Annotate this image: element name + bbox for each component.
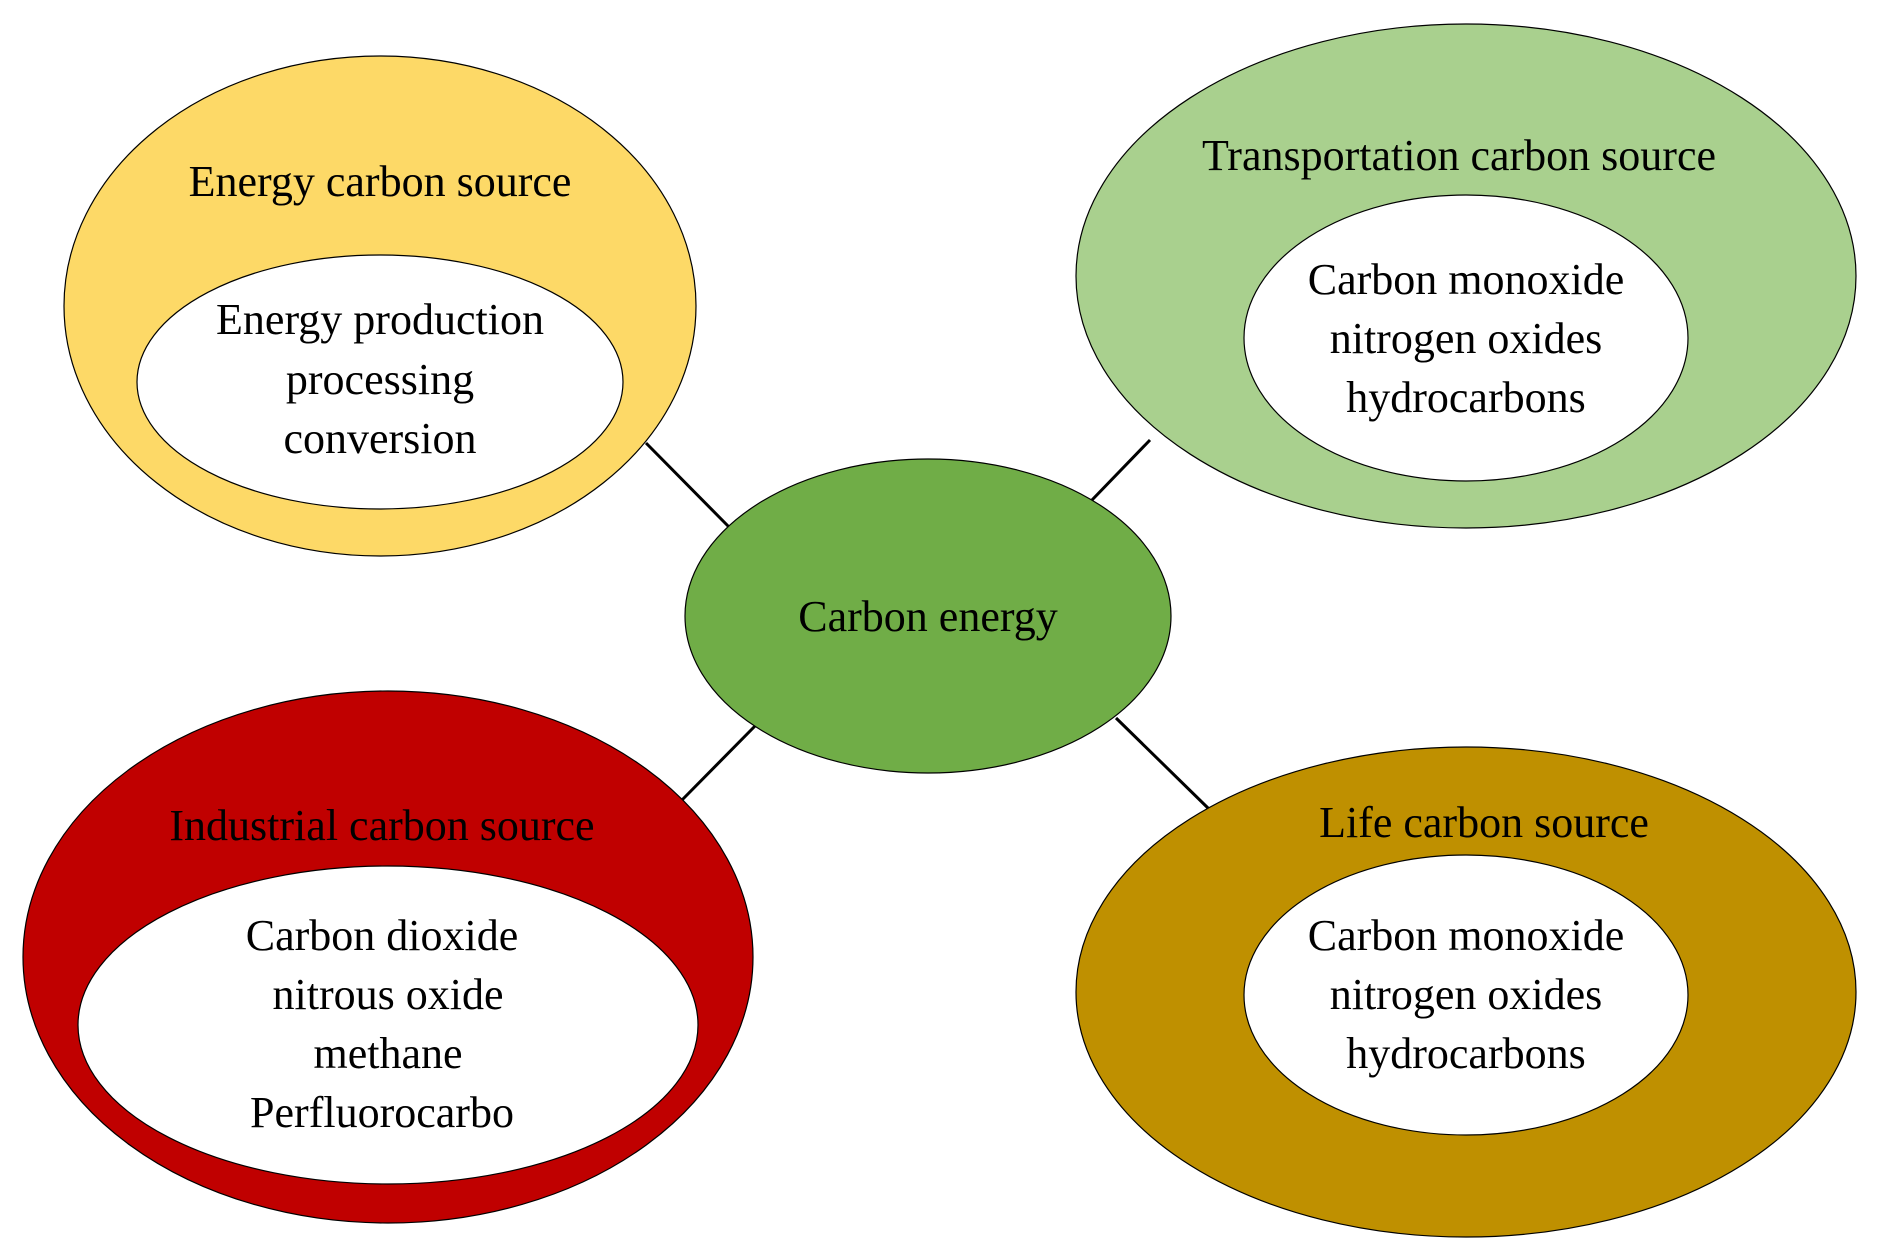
source-life-item: hydrocarbons [1346, 1029, 1586, 1078]
source-industrial-item: Carbon dioxide [246, 911, 519, 960]
source-transportation-inner-ellipse [1243, 194, 1689, 482]
source-industrial: Industrial carbon source Carbon dioxide … [22, 690, 754, 1224]
connector-energy [644, 441, 732, 530]
source-energy-item: Energy production [216, 295, 544, 344]
source-life-item: nitrogen oxides [1330, 970, 1603, 1019]
source-industrial-inner-ellipse [77, 865, 699, 1185]
source-life: Life carbon source Carbon monoxide nitro… [1075, 746, 1857, 1238]
source-energy: Energy carbon source Energy production p… [63, 55, 697, 557]
connector-transportation [1090, 438, 1152, 502]
connector-life [1114, 716, 1212, 812]
source-life-item: Carbon monoxide [1308, 911, 1625, 960]
source-energy-item: processing [286, 355, 474, 404]
source-industrial-item: methane [313, 1029, 462, 1078]
source-energy-inner-ellipse [136, 254, 624, 510]
source-transportation-item: nitrogen oxides [1330, 314, 1603, 363]
source-industrial-item: Perfluorocarbo [250, 1088, 514, 1137]
source-transportation: Transportation carbon source Carbon mono… [1075, 23, 1857, 529]
center-ellipse [684, 458, 1172, 774]
source-transportation-title: Transportation carbon source [1202, 131, 1716, 180]
source-life-title: Life carbon source [1319, 798, 1649, 847]
source-industrial-item: nitrous oxide [273, 970, 504, 1019]
connector-industrial [680, 723, 758, 802]
source-energy-title: Energy carbon source [189, 157, 572, 206]
center-label: Carbon energy [798, 592, 1057, 641]
source-transportation-item: hydrocarbons [1346, 373, 1586, 422]
source-life-inner-ellipse [1243, 854, 1689, 1136]
center-node: Carbon energy [684, 458, 1172, 774]
source-transportation-item: Carbon monoxide [1308, 255, 1625, 304]
source-industrial-title: Industrial carbon source [169, 801, 594, 850]
source-energy-item: conversion [283, 414, 476, 463]
